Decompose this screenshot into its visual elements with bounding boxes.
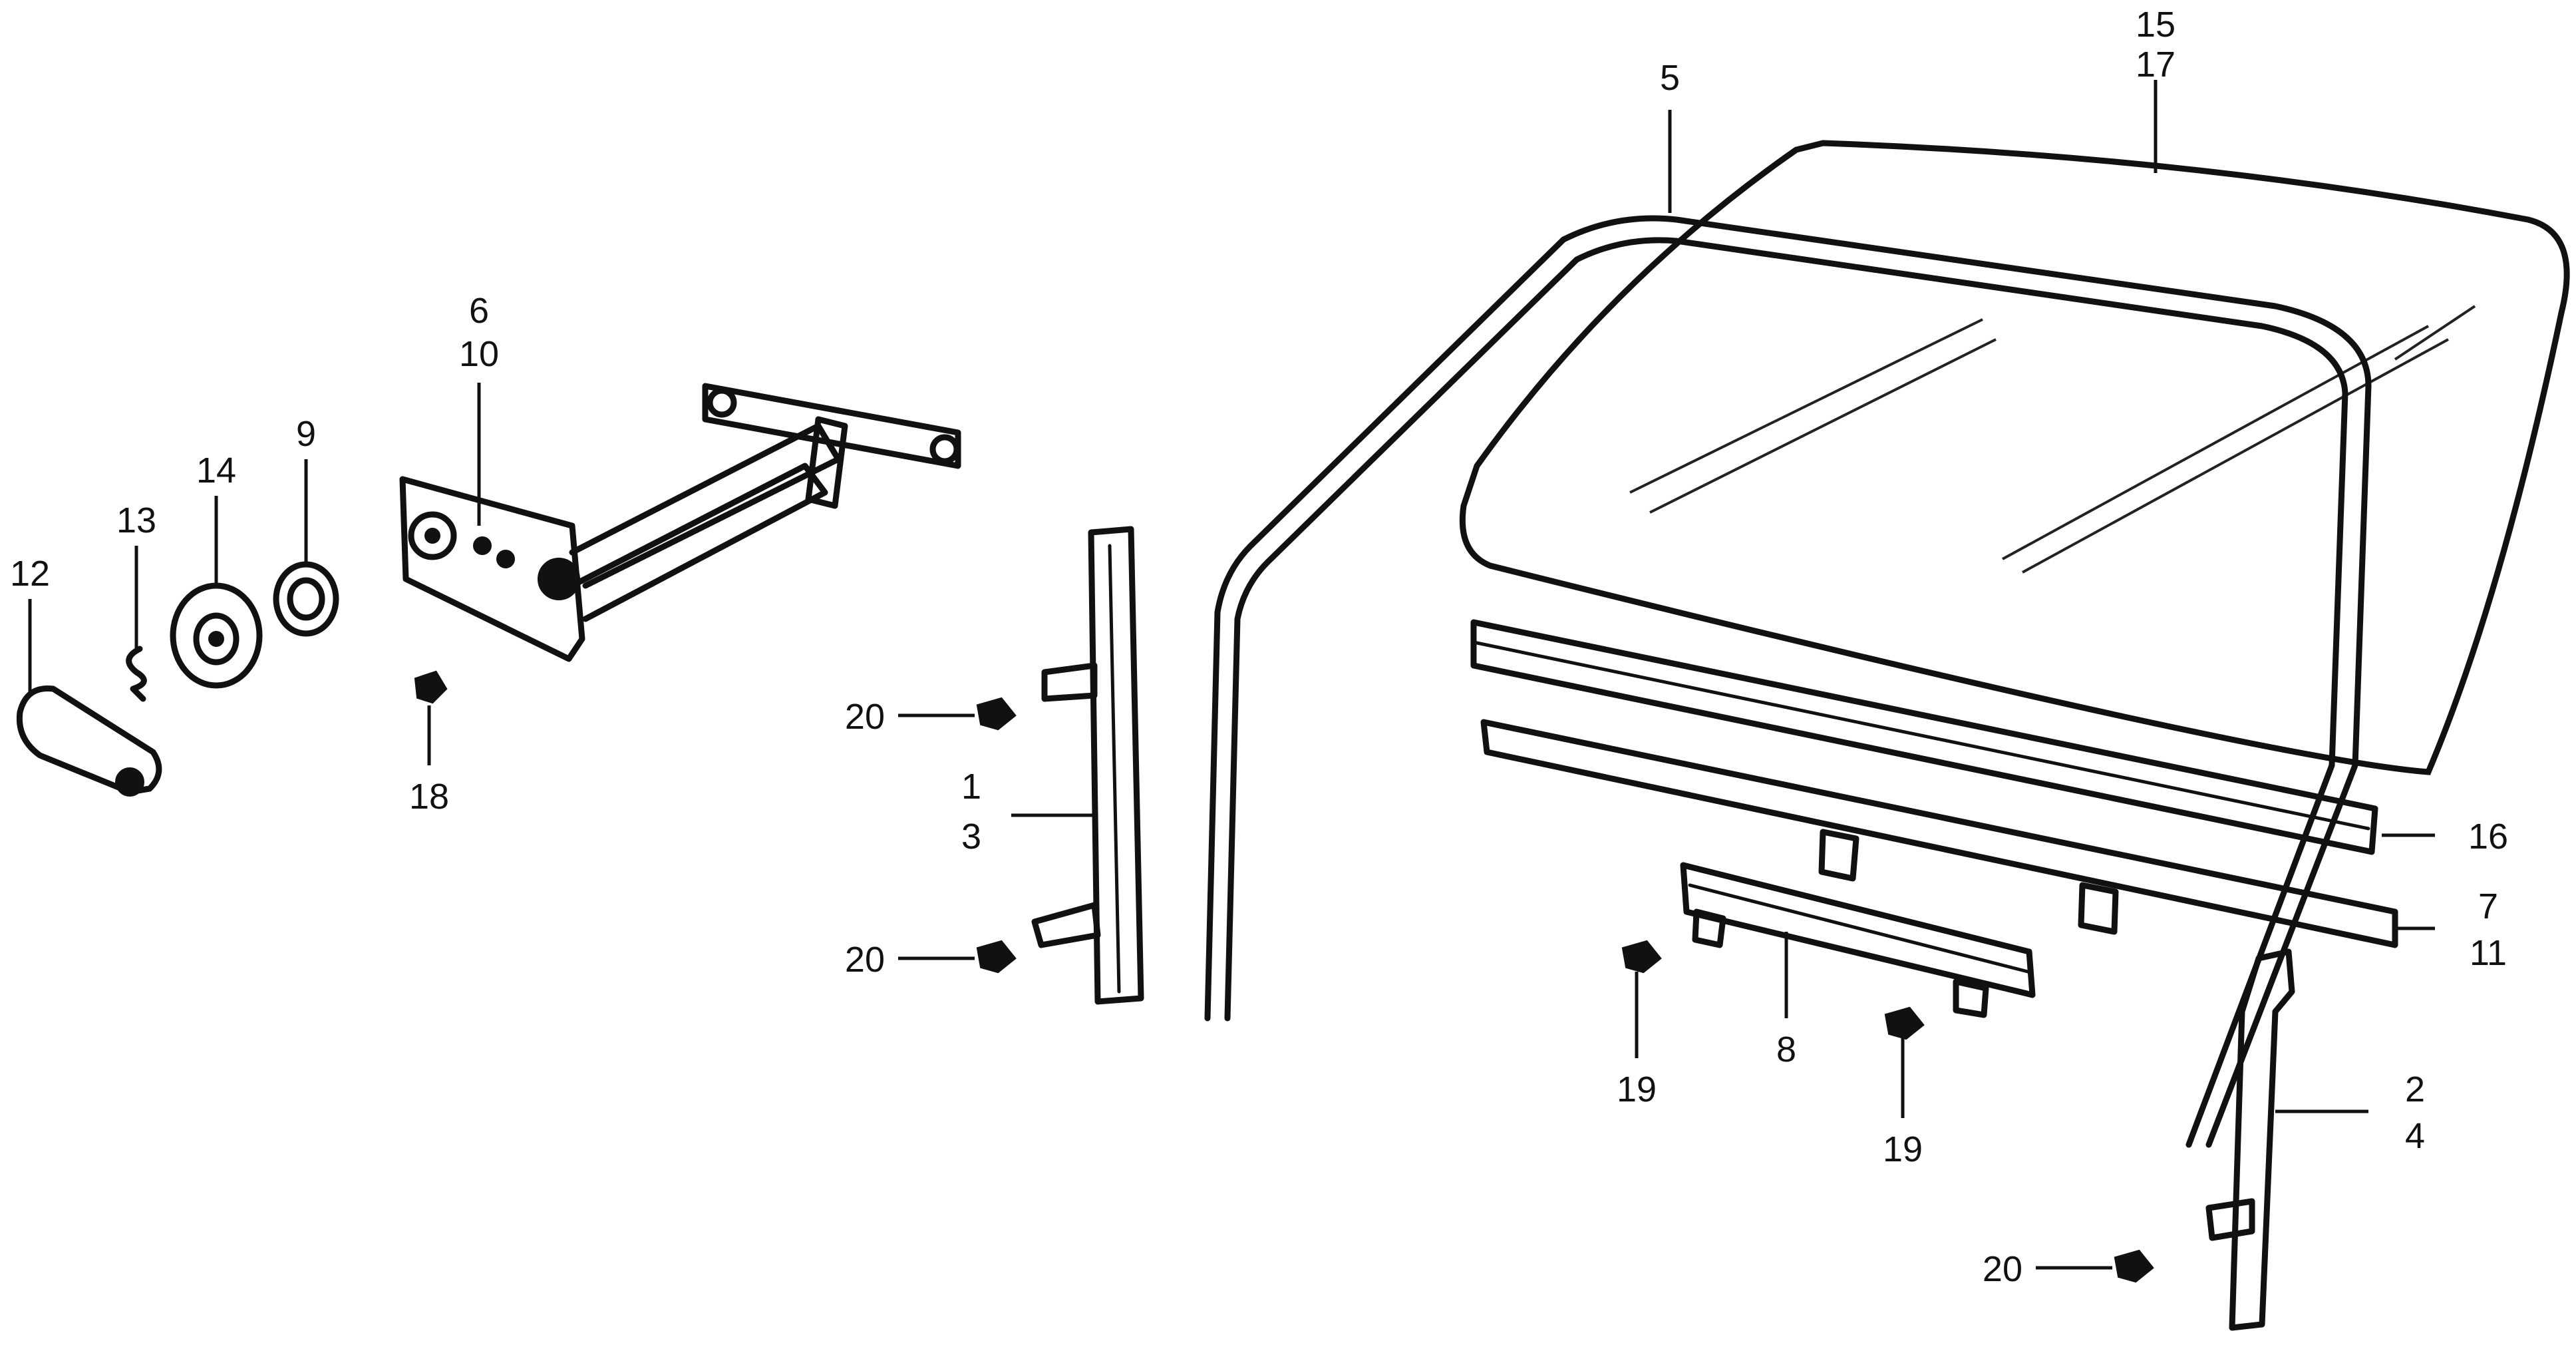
bolt-20-lower [976,940,1017,974]
leader-lines [28,80,2435,1270]
label-6: 6 [469,291,489,331]
window-regulator [399,383,961,662]
window-handle [16,685,162,797]
label-19-right: 19 [1883,1129,1923,1169]
label-11: 11 [2470,933,2507,973]
label-16: 16 [2468,817,2508,857]
label-14: 14 [196,451,236,490]
label-20-upper: 20 [845,697,885,737]
label-18: 18 [409,777,449,817]
bolt-20-upper [976,697,1017,731]
label-9: 9 [296,414,316,454]
label-1: 1 [961,767,981,807]
label-3: 3 [961,817,981,857]
label-20-lower: 20 [845,940,885,980]
label-19-left: 19 [1617,1069,1657,1109]
label-15: 15 [2136,5,2175,45]
label-13: 13 [116,500,156,540]
rear-channel [1031,526,1144,1005]
part-labels: 15 17 5 6 10 9 14 13 12 18 20 20 1 3 16 … [10,5,2508,1289]
label-20-front: 20 [1983,1249,2022,1289]
handle-clip [126,646,147,702]
label-10: 10 [459,334,499,374]
label-8: 8 [1776,1030,1796,1069]
label-17: 17 [2136,45,2175,85]
escutcheon [170,582,263,689]
inner-weatherstrip [1480,719,2398,948]
bolt-19-right [1884,1006,1925,1040]
label-7: 7 [2478,886,2498,926]
bolt-18 [414,670,448,704]
label-2: 2 [2405,1069,2425,1109]
label-4: 4 [2405,1116,2425,1156]
label-5: 5 [1660,58,1680,98]
label-12: 12 [10,554,50,594]
door-glass [1459,140,2570,775]
bolt-19-left [1621,940,1662,974]
bolt-20-front [2114,1249,2154,1283]
washer [273,561,339,637]
outer-weatherstrip [1470,619,2378,855]
glass-holder-channel [1680,862,2036,1018]
glass-run-channel [1204,215,2372,1148]
front-channel [2205,948,2295,1331]
